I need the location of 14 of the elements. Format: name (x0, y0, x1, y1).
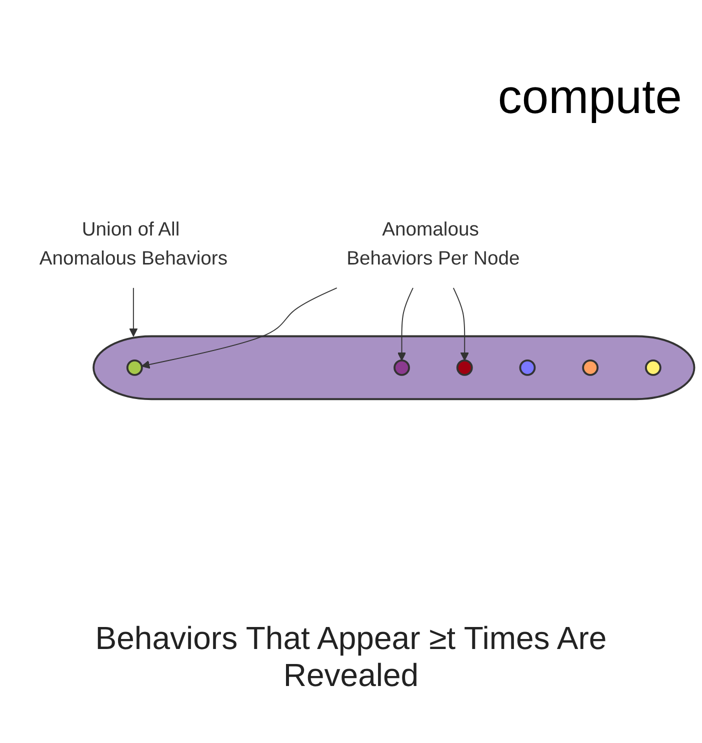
node-circle (582, 359, 599, 376)
arrow (398, 287, 414, 361)
node-circle (126, 359, 143, 376)
node-circle (519, 359, 536, 376)
arrow (452, 287, 469, 361)
node-text: Union of All Anomalous Behaviors (39, 219, 228, 270)
node-text: Anomalous Behaviors Per Node (346, 219, 520, 270)
node-circle (394, 359, 410, 376)
arrow (129, 287, 138, 337)
node-circle (644, 359, 662, 376)
note-text: Behaviors That Appear ≥t Times Are Revealed (94, 620, 608, 694)
arrow (141, 287, 338, 369)
overlay-label: compute (498, 70, 682, 125)
node-circle (456, 359, 473, 376)
